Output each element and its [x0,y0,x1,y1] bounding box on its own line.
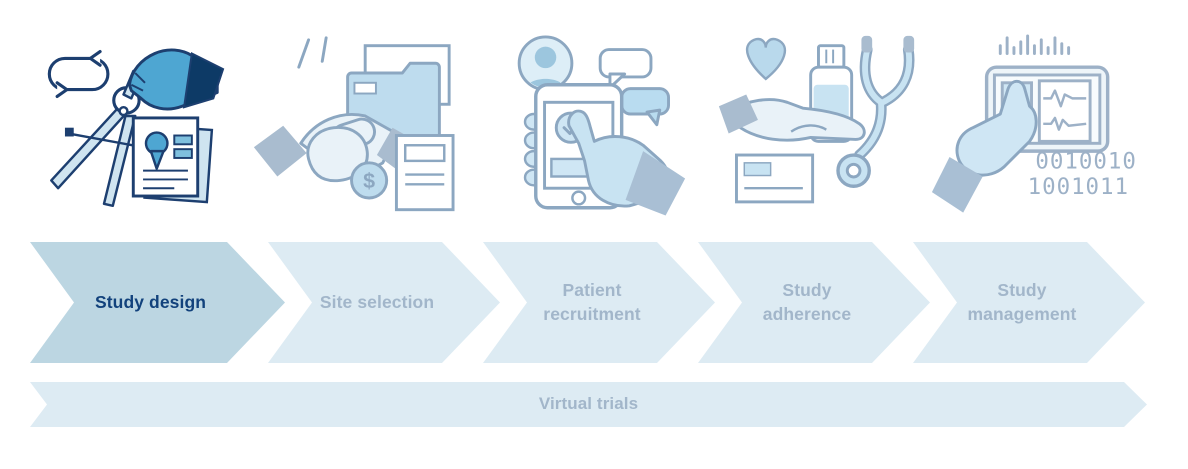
certificate-icon [131,116,214,204]
sparkle-lines-icon [297,36,328,69]
svg-text:1001011: 1001011 [1028,174,1129,200]
tapping-hand-icon [567,109,686,216]
svg-text:$: $ [363,169,375,193]
stage-label: Study design [94,291,207,312]
stage-chevron-study-management: Study management [913,242,1145,363]
data-bars-icon [998,34,1071,55]
stage-chevron-study-design: Study design [30,242,285,363]
stage-label: Patient recruitment [543,279,641,324]
iterate-loop-icon [47,49,110,99]
ecg-monitor-icon [1037,79,1092,143]
virtual-trials-bar: Virtual trials [30,382,1147,427]
contract-document-icon [394,134,455,212]
stage-chevron-study-adherence: Study adherence [698,242,930,363]
stage-label: Study adherence [762,279,852,324]
pointing-hand-icon [931,79,1038,213]
handshake-folder-coin-icon: $ [253,36,455,212]
binary-code-text: 0010010 1001011 [1028,149,1135,200]
stage-chevron-patient-recruitment: Patient recruitment [483,242,715,363]
hand-medicine-stethoscope-icon [718,35,915,204]
chat-bubbles-icon [598,48,670,127]
svg-text:0010010: 0010010 [1035,149,1135,175]
stage-label: Study management [967,279,1077,324]
stage-label: Site selection [319,291,435,312]
hand-tablet-data-icon: 0010010 1001011 [931,34,1135,213]
compass-hand-certificate-icon [47,48,225,208]
insurance-card-icon [735,153,815,204]
heart-icon [745,37,787,81]
drafting-compass-icon [50,69,147,208]
phone-checkbox-chat-icon [517,35,686,216]
open-palm-hand-icon [718,94,866,142]
designing-hand-icon [127,48,225,111]
stethoscope-icon [836,35,915,188]
dollar-coin-icon: $ [350,161,389,200]
virtual-trials-label: Virtual trials [538,394,639,414]
stage-chevron-site-selection: Site selection [268,242,500,363]
